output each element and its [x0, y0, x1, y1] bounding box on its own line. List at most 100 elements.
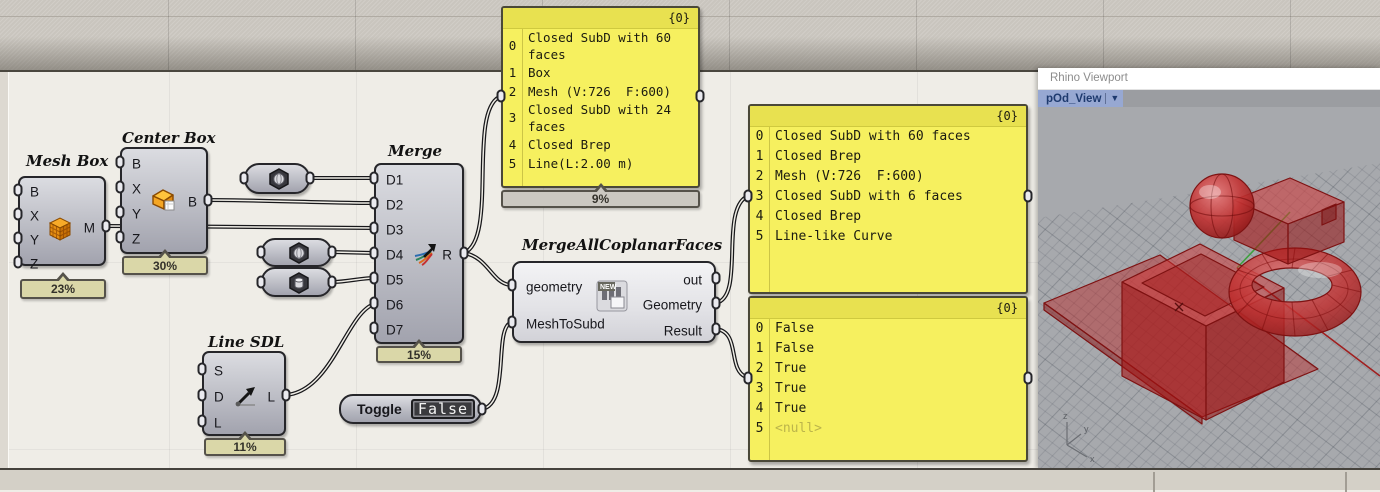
port-out-b[interactable]: B — [187, 194, 197, 210]
window-bottom-chrome — [0, 468, 1380, 492]
port-m[interactable]: M — [83, 220, 95, 236]
macf-component[interactable]: geometry MeshToSubd out Geometry Result … — [512, 261, 716, 343]
center-box-profiler: 30% — [122, 249, 208, 275]
port-y[interactable]: Y — [30, 232, 40, 248]
svg-text:y: y — [1084, 424, 1089, 434]
port-d7[interactable]: D7 — [386, 322, 404, 338]
subd-sphere-icon — [269, 168, 289, 190]
line-sdl-component[interactable]: S D L L — [202, 351, 286, 436]
box-notch — [1321, 203, 1337, 226]
merge-profiler: 15% — [376, 339, 462, 363]
toggle-label: Toggle — [357, 401, 402, 417]
subd-param-capsule[interactable] — [261, 267, 332, 297]
toggle-value[interactable]: False — [411, 399, 475, 419]
port-d[interactable]: D — [214, 389, 224, 405]
port-d5[interactable]: D5 — [386, 272, 404, 288]
center-box-label: Center Box — [122, 129, 216, 147]
mesh-box-icon — [48, 217, 72, 241]
dropdown-arrow-icon[interactable]: ▼ — [1110, 93, 1120, 103]
rhino-viewport-window: Rhino Viewport pOd_View ▼ — [1038, 68, 1380, 468]
axis-gizmo-icon: z y x — [1063, 411, 1095, 464]
tab-separator — [1105, 93, 1107, 104]
port-out[interactable]: out — [683, 272, 702, 288]
svg-text:x: x — [1090, 454, 1095, 464]
mesh-box-profiler: 23% — [20, 272, 106, 299]
new-badge: NEW — [600, 284, 617, 291]
port-d1[interactable]: D1 — [386, 172, 404, 188]
subd-sphere-icon — [289, 242, 309, 264]
line-sdl-profiler: 11% — [204, 431, 286, 456]
port-y[interactable]: Y — [132, 206, 142, 222]
port-d3[interactable]: D3 — [386, 222, 404, 238]
port-x[interactable]: X — [132, 181, 142, 197]
viewport-title: Rhino Viewport — [1050, 72, 1128, 84]
viewport-tab-bar: pOd_View ▼ — [1038, 90, 1380, 107]
divider — [1153, 472, 1155, 492]
port-d2[interactable]: D2 — [386, 197, 404, 213]
port-out-l[interactable]: L — [267, 389, 275, 405]
line-sdl-label: Line SDL — [208, 333, 285, 351]
svg-text:z: z — [1063, 411, 1068, 421]
port-geometry-out[interactable]: Geometry — [642, 297, 702, 313]
subd-cylinder-icon — [289, 272, 309, 294]
port-l[interactable]: L — [214, 415, 222, 431]
port-z[interactable]: Z — [132, 231, 141, 247]
port-z[interactable]: Z — [30, 256, 39, 272]
panel-profiler: 9% — [501, 183, 700, 208]
port-geometry[interactable]: geometry — [526, 279, 583, 295]
merge-faces-icon: NEW — [596, 280, 628, 312]
line-sdl-icon — [235, 387, 255, 407]
view-tab-pod-view[interactable]: pOd_View ▼ — [1038, 90, 1124, 107]
port-d6[interactable]: D6 — [386, 297, 404, 313]
window-left-edge — [0, 72, 8, 468]
torus-geometry[interactable] — [1228, 247, 1362, 337]
macf-label: MergeAllCoplanarFaces — [522, 236, 723, 254]
port-result[interactable]: Result — [663, 323, 702, 339]
viewport-3d-scene[interactable]: z y x — [1038, 107, 1380, 468]
port-d4[interactable]: D4 — [386, 247, 404, 263]
merge-component[interactable]: D1 D2 D3 D4 D5 D6 D7 R — [374, 163, 464, 344]
viewport-title-bar: Rhino Viewport — [1038, 68, 1380, 90]
mesh-box-component[interactable]: B X Y Z M — [18, 176, 106, 272]
divider — [1345, 472, 1347, 492]
center-box-component[interactable]: B X Y Z B — [120, 147, 208, 254]
panel-path-header: {0} — [750, 106, 1026, 127]
port-b[interactable]: B — [30, 184, 40, 200]
center-box-icon — [152, 189, 175, 211]
panel-path-header: {0} — [503, 8, 698, 29]
panel-path-header: {0} — [750, 298, 1026, 319]
subd-param-capsule[interactable] — [261, 238, 332, 267]
port-x[interactable]: X — [30, 208, 40, 224]
boolean-toggle[interactable]: Toggle False — [339, 394, 482, 424]
mesh-box-label: Mesh Box — [26, 152, 109, 170]
subd-param-capsule[interactable] — [244, 163, 310, 194]
port-meshtosubd[interactable]: MeshToSubd — [526, 316, 605, 332]
sphere-geometry[interactable] — [1189, 173, 1255, 239]
port-r[interactable]: R — [442, 247, 452, 263]
panel-item-null: 5<null> — [755, 421, 822, 436]
merge-label: Merge — [388, 142, 443, 160]
port-s[interactable]: S — [214, 363, 224, 379]
port-b[interactable]: B — [132, 156, 142, 172]
gumball-mark — [1174, 302, 1184, 312]
